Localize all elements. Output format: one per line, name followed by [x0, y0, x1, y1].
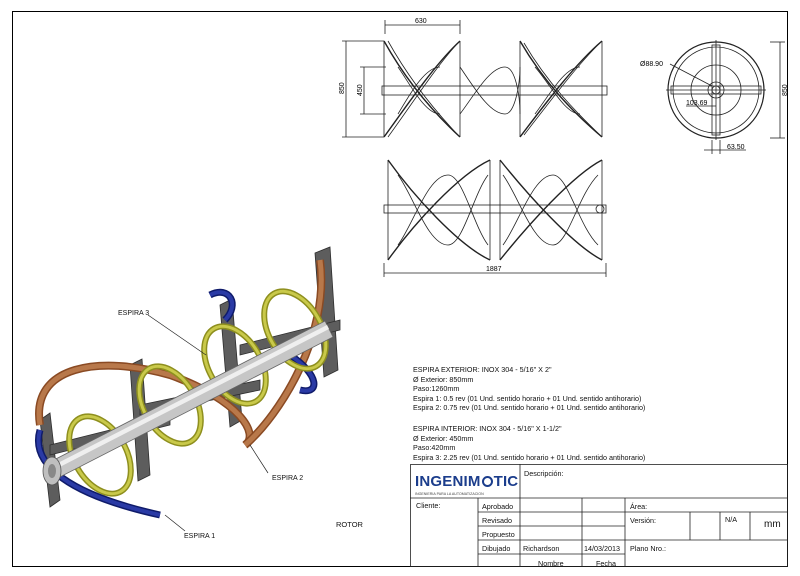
aprobado-label: Aprobado — [482, 502, 514, 511]
dibujado-name: Richardson — [523, 544, 560, 553]
dibujado-date: 14/03/2013 — [584, 544, 620, 553]
callout-espira-3: ESPIRA 3 — [118, 310, 150, 317]
descripcion-label: Descripción: — [524, 469, 564, 478]
dim-shaft-diameter: Ø88.90 — [640, 61, 663, 68]
title-block-grid — [410, 464, 788, 567]
version-label: Versión: — [630, 516, 656, 525]
spec-interior-line: Espira 3: 2.25 rev (01 Und. sentido hora… — [413, 452, 646, 462]
side-view: Ø88.90 103.69 63.50 850 — [640, 40, 789, 154]
propuesto-label: Propuesto — [482, 530, 515, 539]
dim-tab: 63.50 — [727, 144, 745, 151]
sheet-border — [12, 11, 788, 567]
spec-exterior: ESPIRA EXTERIOR: INOX 304 - 5/16" X 2" Ø… — [413, 365, 645, 413]
logo-gear-icon — [481, 476, 493, 487]
top-view: 1887 — [383, 159, 607, 277]
spec-interior-line: ESPIRA INTERIOR: INOX 304 - 5/16" X 1-1/… — [413, 424, 562, 433]
logo-right: TIC — [493, 473, 519, 490]
dim-630: 630 — [415, 18, 427, 25]
rotor-label: ROTOR — [336, 520, 363, 529]
spec-interior-line: Paso:420mm — [413, 443, 456, 453]
logo-left: INGENIM — [415, 473, 481, 490]
spec-exterior-line: Espira 2: 0.75 rev (01 Und. sentido hora… — [413, 403, 646, 413]
area-label: Área: — [630, 502, 648, 511]
spec-interior: ESPIRA INTERIOR: INOX 304 - 5/16" X 1-1/… — [413, 424, 645, 462]
fecha-label: Fecha — [596, 559, 616, 568]
front-view: 630 850 450 — [339, 18, 608, 138]
dim-1887: 1887 — [486, 266, 502, 273]
plano-label: Plano Nro.: — [630, 544, 666, 553]
revisado-label: Revisado — [482, 516, 512, 525]
dim-850-front: 850 — [339, 82, 346, 94]
callout-espira-1: ESPIRA 1 — [184, 533, 216, 540]
cliente-label: Cliente: — [416, 501, 441, 510]
spec-exterior-line: Ø Exterior: 850mm — [413, 374, 474, 384]
spec-exterior-line: ESPIRA EXTERIOR: INOX 304 - 5/16" X 2" — [413, 365, 552, 374]
dim-hub: 103.69 — [686, 100, 708, 107]
spec-interior-line: Ø Exterior: 450mm — [413, 433, 474, 443]
nombre-label: Nombre — [538, 559, 564, 568]
spec-exterior-line: Espira 1: 0.5 rev (01 Und. sentido horar… — [413, 393, 642, 403]
company-logo: INGENIM TIC — [415, 473, 518, 490]
version-value: N/A — [725, 515, 737, 524]
dim-450: 450 — [357, 84, 364, 96]
rotor-isometric — [35, 246, 341, 532]
units-label: mm — [764, 519, 781, 530]
callout-espira-2: ESPIRA 2 — [272, 475, 304, 482]
spec-exterior-line: Paso:1260mm — [413, 384, 460, 394]
dibujado-label: Dibujado — [482, 544, 511, 553]
dim-850-side: 850 — [782, 84, 789, 96]
logo-tagline: INGENIERIA PARA LA AUTOMATIZACION — [415, 492, 484, 496]
